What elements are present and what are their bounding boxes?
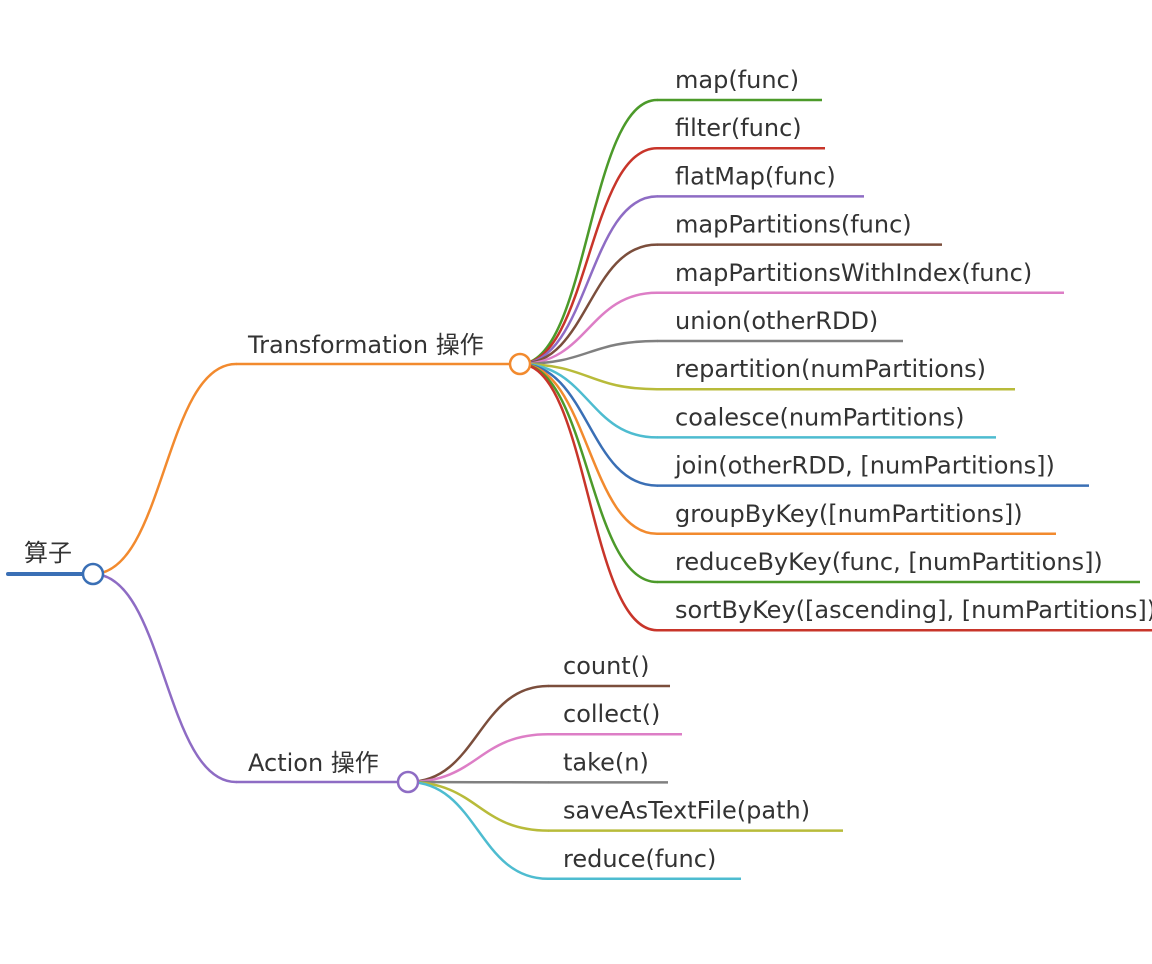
mindmap-nodes: 算子 Transformation 操作 map(func) filter(func)… bbox=[24, 66, 1152, 873]
branch-label-action: Action 操作 bbox=[248, 749, 379, 777]
leaf-node-mappartitions-func: mapPartitions(func) bbox=[675, 211, 912, 239]
edge-root-to-transformation bbox=[91, 362, 238, 576]
leaf-node-flatmap-func: flatMap(func) bbox=[675, 162, 836, 190]
edge-to-coalesce-numpartitions bbox=[518, 362, 659, 439]
edge-to-reducebykey-func-numpartitions bbox=[518, 362, 659, 584]
leaf-node-take-n: take(n) bbox=[563, 748, 649, 776]
root-node-label: 算子 bbox=[24, 539, 72, 567]
leaf-node-map-func: map(func) bbox=[675, 66, 799, 94]
leaf-node-join-otherrdd-numpartitions: join(otherRDD, [numPartitions]) bbox=[674, 452, 1055, 480]
mindmap-edges bbox=[6, 98, 1152, 881]
edge-to-sortbykey-ascending-numpartitions bbox=[518, 362, 659, 632]
branch-collapse-toggle-transformation[interactable] bbox=[508, 352, 532, 376]
edge-to-saveastextfile-path bbox=[406, 780, 550, 832]
edge-root-to-action bbox=[91, 572, 238, 784]
leaf-node-saveastextfile-path: saveAsTextFile(path) bbox=[563, 797, 810, 825]
branch-collapse-toggle-action[interactable] bbox=[396, 770, 420, 794]
edge-to-mappartitionswithindex-func bbox=[518, 291, 659, 366]
leaf-node-filter-func: filter(func) bbox=[675, 114, 802, 142]
edge-to-union-otherrdd bbox=[518, 339, 659, 366]
leaf-node-union-otherrdd: union(otherRDD) bbox=[675, 307, 878, 335]
leaf-node-collect: collect() bbox=[563, 700, 660, 728]
edge-to-filter-func bbox=[518, 146, 659, 366]
leaf-node-coalesce-numpartitions: coalesce(numPartitions) bbox=[675, 403, 965, 431]
leaf-node-reducebykey-func-numpartitions: reduceByKey(func, [numPartitions]) bbox=[675, 548, 1103, 576]
branch-label-transformation: Transformation 操作 bbox=[247, 331, 484, 359]
edge-to-groupbykey-numpartitions bbox=[518, 362, 659, 536]
leaf-node-groupbykey-numpartitions: groupByKey([numPartitions]) bbox=[675, 500, 1023, 528]
root-collapse-toggle[interactable] bbox=[81, 562, 105, 586]
leaf-node-repartition-numpartitions: repartition(numPartitions) bbox=[675, 355, 986, 383]
edge-to-collect bbox=[406, 732, 550, 784]
leaf-node-count: count() bbox=[563, 652, 649, 680]
edge-to-repartition-numpartitions bbox=[518, 362, 659, 391]
edge-to-count bbox=[406, 684, 550, 784]
edge-to-mappartitions-func bbox=[518, 243, 659, 366]
leaf-node-reduce-func: reduce(func) bbox=[563, 845, 716, 873]
edge-to-join-otherrdd-numpartitions bbox=[518, 362, 659, 487]
edge-to-reduce-func bbox=[406, 780, 550, 881]
edge-to-flatmap-func bbox=[518, 195, 659, 366]
leaf-node-sortbykey-ascending-numpartitions: sortByKey([ascending], [numPartitions]) bbox=[675, 596, 1152, 624]
edge-to-map-func bbox=[518, 98, 659, 366]
leaf-node-mappartitionswithindex-func: mapPartitionsWithIndex(func) bbox=[675, 259, 1032, 287]
